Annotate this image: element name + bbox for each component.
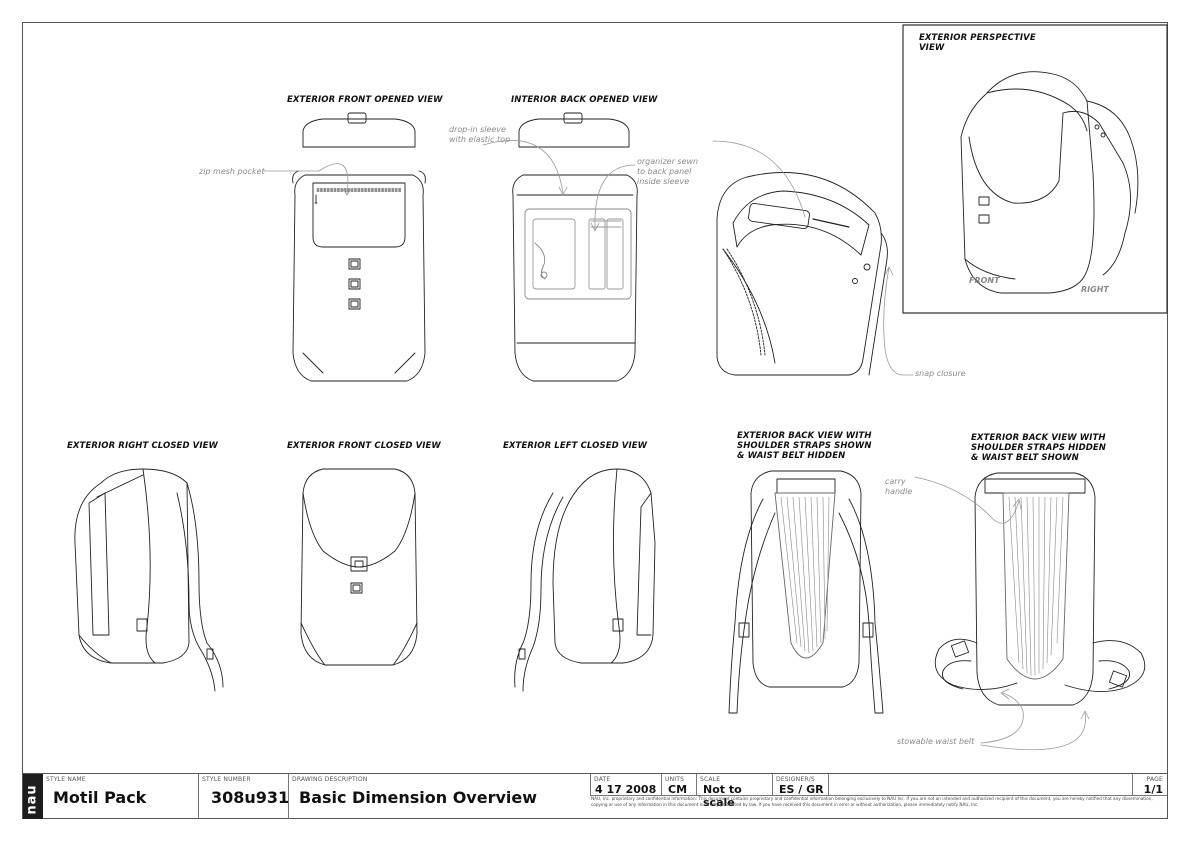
callout-snap-closure: snap closure [915,369,966,378]
backpack-back-straps-shown [728,470,884,714]
backpack-front-opened [292,112,426,382]
drawing-description-cell: DRAWING DESCRIPTION Basic Dimension Over… [288,774,590,819]
blank-cell [828,774,1132,796]
view-title-right-closed: EXTERIOR RIGHT CLOSED VIEW [67,441,219,451]
page-value: 1/1 [1143,783,1163,796]
title-block: nau STYLE NAME Motil Pack STYLE NUMBER 3… [23,773,1167,819]
backpack-right-closed [74,468,224,692]
backpack-front-closed [300,468,418,666]
view-title-front-closed: EXTERIOR FRONT CLOSED VIEW [287,441,441,451]
page-caption: PAGE [1146,776,1163,783]
date-value: 4 17 2008 [595,783,657,796]
designers-caption: DESIGNER/S [776,776,815,783]
nau-logo: nau [23,774,43,819]
backpack-interior-back-opened [512,112,638,382]
callout-carry-handle: carry handle [885,477,913,496]
backpack-open-three-quarter [716,172,888,376]
backpack-left-closed [514,468,656,692]
perspective-label-front: FRONT [969,276,1000,285]
style-name: Motil Pack [53,788,147,807]
scale-value: Not to scale [703,783,742,809]
view-title-left-closed: EXTERIOR LEFT CLOSED VIEW [503,441,648,451]
page-cell: PAGE 1/1 [1132,774,1167,796]
perspective-label-right: RIGHT [1081,285,1109,294]
backpack-back-belt-shown [934,472,1146,706]
designers-cell: DESIGNER/S ES / GR [772,774,828,796]
units-caption: UNITS [665,776,685,783]
style-number: 308u931 [211,788,290,807]
style-number-cell: STYLE NUMBER 308u931 [198,774,290,819]
perspective-frame [902,24,1168,314]
date-cell: DATE 4 17 2008 [590,774,661,796]
backpack-perspective [960,71,1139,294]
view-title-back-belt-shown: EXTERIOR BACK VIEW WITH SHOULDER STRAPS … [971,433,1107,463]
units-cell: UNITS CM [661,774,696,796]
units-value: CM [668,783,688,796]
drawing-description-caption: DRAWING DESCRIPTION [292,776,368,783]
callout-drop-in-sleeve: drop-in sleeve with elastic top [449,125,511,144]
technical-drawing [74,24,1168,751]
style-number-caption: STYLE NUMBER [202,776,251,783]
view-title-interior-back-opened: INTERIOR BACK OPENED VIEW [511,95,658,105]
callout-organizer: organizer sewn to back panel inside slee… [637,157,699,186]
style-name-cell: STYLE NAME Motil Pack [43,774,198,819]
view-title-perspective: EXTERIOR PERSPECTIVE VIEW [919,33,1036,53]
callout-zip-mesh-pocket: zip mesh pocket [199,167,265,176]
scale-cell: SCALE Not to scale [696,774,772,809]
callout-stowable-waist-belt: stowable waist belt [897,737,975,746]
drawing-description: Basic Dimension Overview [299,788,538,807]
designers-value: ES / GR [779,783,824,796]
date-caption: DATE [594,776,611,783]
legal-notice: NAU, Inc. proprietary and confidential I… [591,796,1153,807]
view-title-front-opened: EXTERIOR FRONT OPENED VIEW [287,95,443,105]
style-name-caption: STYLE NAME [46,776,86,783]
view-title-back-straps-shown: EXTERIOR BACK VIEW WITH SHOULDER STRAPS … [737,431,872,461]
scale-caption: SCALE [700,776,721,783]
drawing-sheet: EXTERIOR FRONT OPENED VIEW INTERIOR BACK… [22,22,1168,819]
